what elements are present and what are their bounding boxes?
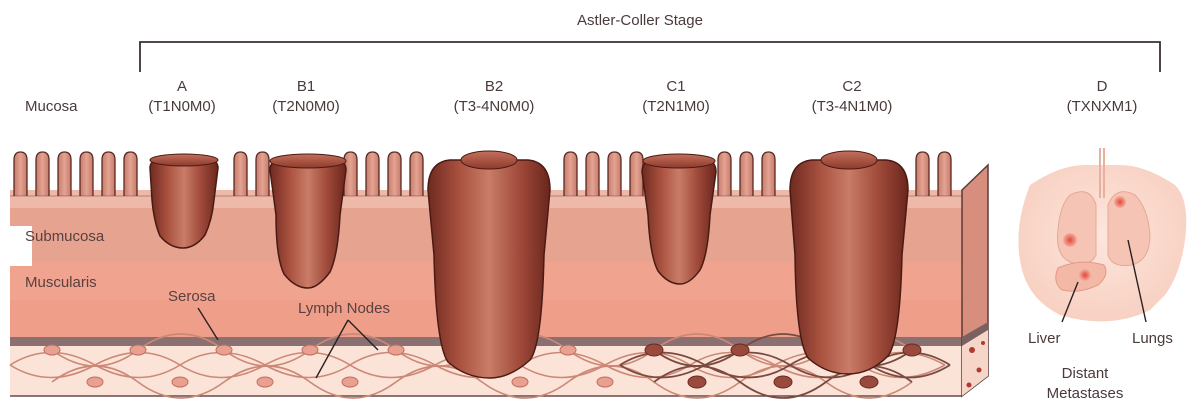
villus (14, 152, 27, 196)
villus (608, 152, 621, 196)
villus (58, 152, 71, 196)
metastases-line-2: Metastases (1047, 384, 1124, 404)
stage-a-letter: A (177, 78, 187, 96)
villus (366, 152, 379, 196)
villus (36, 152, 49, 196)
villus (718, 152, 731, 196)
villus (256, 152, 269, 196)
stage-b1-tnm: (T2N0M0) (272, 98, 340, 116)
mucosa-label: Mucosa (25, 98, 78, 116)
villus (938, 152, 951, 196)
villus (410, 152, 423, 196)
stage-d-tnm: (TXNXM1) (1067, 98, 1138, 116)
stage-bracket (140, 42, 1160, 72)
villus (586, 152, 599, 196)
lymph-nodes-label: Lymph Nodes (298, 300, 390, 318)
villus (740, 152, 753, 196)
block-side-face (962, 165, 988, 396)
villus (234, 152, 247, 196)
villus (564, 152, 577, 196)
stage-c2-tnm: (T3-4N1M0) (812, 98, 893, 116)
stage-b2-letter: B2 (485, 78, 503, 96)
villus (388, 152, 401, 196)
tumor-b2 (428, 151, 550, 378)
lungs-label: Lungs (1132, 330, 1173, 348)
diagram-title: Astler-Coller Stage (577, 12, 703, 30)
stage-c1-tnm: (T2N1M0) (642, 98, 710, 116)
muscularis-label: Muscularis (25, 274, 97, 292)
metastases-line-1: Distant (1047, 364, 1124, 384)
torso-illustration (1018, 148, 1186, 322)
stage-b2-tnm: (T3-4N0M0) (454, 98, 535, 116)
stage-b1-letter: B1 (297, 78, 315, 96)
villus (102, 152, 115, 196)
villus (630, 152, 643, 196)
submucosa-label: Submucosa (25, 228, 104, 246)
serosa-label: Serosa (168, 288, 216, 306)
villus (80, 152, 93, 196)
distant-metastases-label: Distant Metastases (1047, 364, 1124, 404)
liver-label: Liver (1028, 330, 1061, 348)
villus (762, 152, 775, 196)
stage-c2-letter: C2 (842, 78, 861, 96)
villus (124, 152, 137, 196)
villus (916, 152, 929, 196)
stage-c1-letter: C1 (666, 78, 685, 96)
stage-a-tnm: (T1N0M0) (148, 98, 216, 116)
stage-d-letter: D (1097, 78, 1108, 96)
tumor-c2 (790, 151, 908, 374)
